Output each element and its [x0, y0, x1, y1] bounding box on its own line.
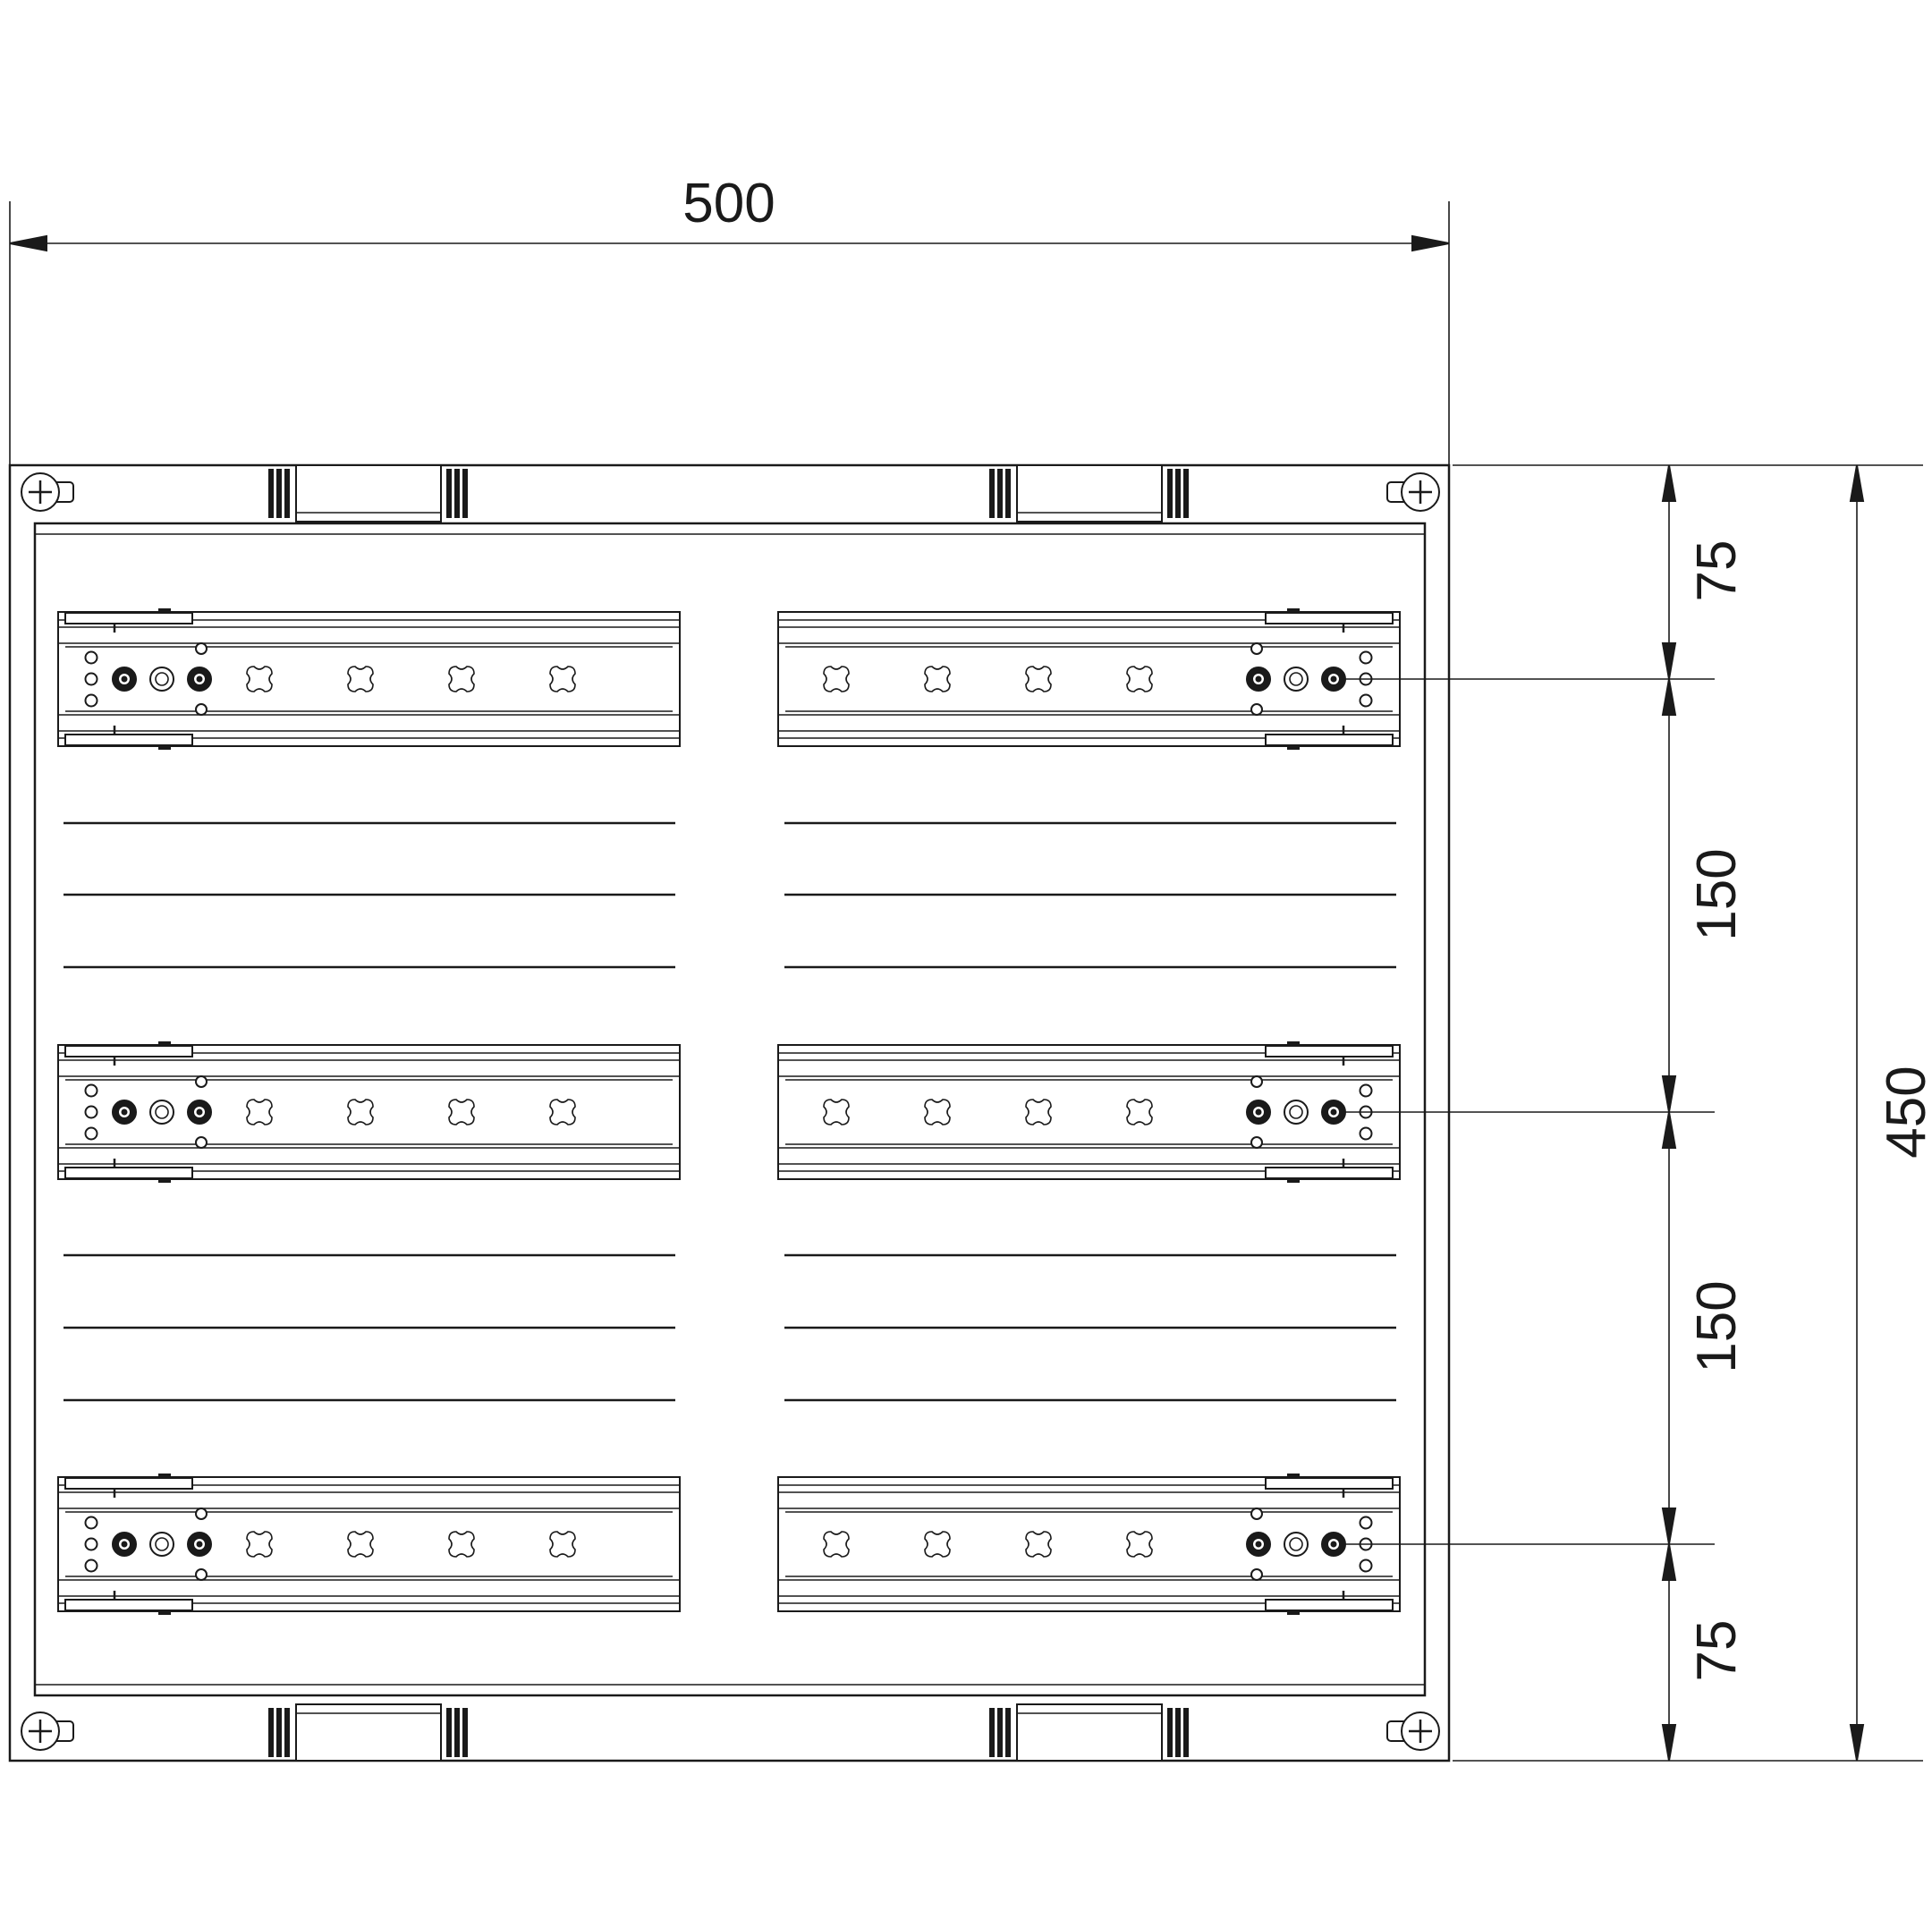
terminal-screw-icon	[187, 667, 212, 692]
end-clamp	[64, 726, 193, 750]
mounting-slot-icon	[823, 1099, 850, 1125]
segment-label-3: 150	[1686, 1280, 1748, 1372]
terminal-screw-icon	[1246, 1100, 1271, 1125]
corner-screw-icon	[1386, 1711, 1440, 1751]
end-clamp	[64, 1474, 193, 1498]
segment-label-4: 75	[1686, 1620, 1748, 1682]
mounting-slot-icon	[246, 1099, 273, 1125]
mounting-slot-icon	[1025, 1099, 1052, 1125]
din-rail-r1-c2	[777, 608, 1401, 750]
terminal-screw-icon	[112, 1532, 137, 1557]
mounting-slot-icon	[1126, 666, 1153, 692]
end-clamp	[64, 1591, 193, 1615]
height-label: 450	[1876, 1066, 1932, 1158]
mounting-slot-icon	[823, 666, 850, 692]
mounting-slot-icon	[1126, 1531, 1153, 1558]
top-clip-left	[268, 464, 468, 522]
mounting-slot-icon	[549, 1099, 576, 1125]
mounting-slot-icon	[448, 1531, 475, 1558]
mounting-slot-icon	[924, 1099, 951, 1125]
terminal-ring-icon	[149, 1532, 174, 1557]
hole-icon	[1359, 1126, 1373, 1141]
end-clamp	[1265, 1159, 1394, 1183]
end-clamp	[1265, 1591, 1394, 1615]
mounting-slot-icon	[924, 1531, 951, 1558]
segment-label-1: 75	[1686, 540, 1748, 602]
hole-icon	[84, 1516, 98, 1530]
terminal-screw-icon	[1321, 667, 1346, 692]
din-rail-r3-c1	[57, 1474, 681, 1615]
din-rails	[57, 608, 1401, 1615]
corner-screw-icon	[21, 472, 74, 512]
terminal-screw-icon	[1246, 1532, 1271, 1557]
hole-icon	[84, 1126, 98, 1141]
terminal-screw-icon	[112, 667, 137, 692]
din-rail-r2-c2	[777, 1041, 1401, 1183]
hole-icon	[1359, 693, 1373, 708]
hole-icon	[1359, 1516, 1373, 1530]
bottom-clip-right	[989, 1703, 1189, 1762]
hole-icon	[1359, 1559, 1373, 1573]
corner-screw-icon	[21, 1711, 74, 1751]
terminal-screw-icon	[187, 1532, 212, 1557]
corner-screw-icon	[1386, 472, 1440, 512]
mounting-slot-icon	[347, 1099, 374, 1125]
terminal-ring-icon	[1284, 667, 1309, 692]
end-clamp	[1265, 608, 1394, 633]
hole-icon	[84, 1559, 98, 1573]
mounting-slot-icon	[1126, 1099, 1153, 1125]
terminal-ring-icon	[149, 667, 174, 692]
terminal-ring-icon	[1284, 1532, 1309, 1557]
segment-label-2: 150	[1686, 848, 1748, 940]
mounting-slot-icon	[823, 1531, 850, 1558]
width-label: 500	[682, 173, 775, 234]
hole-icon	[84, 672, 98, 686]
din-rail-r2-c1	[57, 1041, 681, 1183]
mounting-slot-icon	[924, 666, 951, 692]
mounting-slot-icon	[549, 1531, 576, 1558]
mounting-slot-icon	[347, 1531, 374, 1558]
terminal-screw-icon	[187, 1100, 212, 1125]
hole-icon	[84, 1537, 98, 1551]
inner-plate	[33, 522, 1427, 1697]
bottom-clip-left	[268, 1703, 468, 1762]
extension-lines	[1340, 464, 1923, 1762]
end-clamp	[1265, 1474, 1394, 1498]
outer-frame	[8, 463, 1451, 1762]
top-clip-right	[989, 464, 1189, 522]
hole-icon	[84, 650, 98, 665]
height-dimension: 450	[1849, 464, 1932, 1762]
segment-dimension-chain: 75 150 150 75	[1661, 464, 1748, 1762]
mounting-slot-icon	[1025, 666, 1052, 692]
hole-icon	[84, 693, 98, 708]
hole-icon	[1359, 650, 1373, 665]
din-rail-r3-c2	[777, 1474, 1401, 1615]
end-clamp	[64, 608, 193, 633]
end-clamp	[1265, 726, 1394, 750]
terminal-ring-icon	[1284, 1100, 1309, 1125]
row-separators	[64, 821, 1396, 1402]
terminal-ring-icon	[149, 1100, 174, 1125]
mounting-slot-icon	[347, 666, 374, 692]
mounting-slot-icon	[448, 1099, 475, 1125]
mounting-slot-icon	[448, 666, 475, 692]
end-clamp	[1265, 1041, 1394, 1066]
mounting-slot-icon	[246, 1531, 273, 1558]
mounting-slot-icon	[1025, 1531, 1052, 1558]
end-clamp	[64, 1159, 193, 1183]
mounting-slot-icon	[246, 666, 273, 692]
end-clamp	[64, 1041, 193, 1066]
hole-icon	[84, 1083, 98, 1098]
hole-icon	[84, 1105, 98, 1119]
mounting-slot-icon	[549, 666, 576, 692]
hole-icon	[1359, 1083, 1373, 1098]
terminal-screw-icon	[112, 1100, 137, 1125]
width-dimension: 500	[9, 173, 1450, 465]
terminal-screw-icon	[1246, 667, 1271, 692]
din-rail-r1-c1	[57, 608, 681, 750]
